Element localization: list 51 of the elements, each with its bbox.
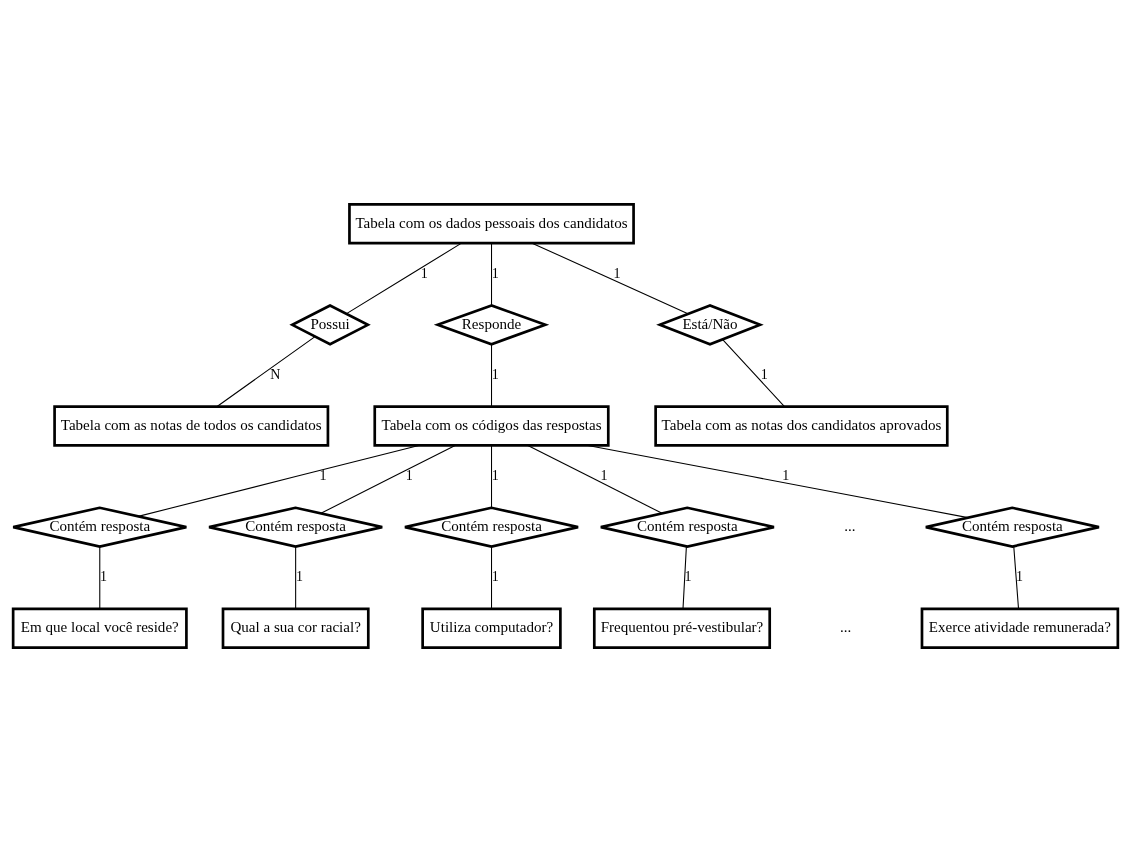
edge-label: 1: [760, 367, 768, 383]
node-box: Tabela com os códigos das respostas: [373, 405, 610, 447]
node-diamond: Contém resposta: [924, 506, 1101, 548]
edge-label: 1: [491, 569, 499, 585]
node-box: Em que local você reside?: [11, 607, 188, 650]
edge-label: 1: [491, 367, 499, 383]
connector: [490, 445, 493, 509]
node-diamond: Está/Não: [656, 304, 764, 346]
edge-label: 1: [405, 468, 413, 484]
node-diamond: Contém resposta: [599, 506, 776, 548]
node-diamond: Responde: [433, 304, 550, 346]
edge-label: 1: [600, 468, 608, 484]
node-box: Utiliza computador?: [421, 607, 562, 650]
edge-label: 1: [684, 569, 692, 585]
node-box: Qual a sua cor racial?: [221, 607, 370, 650]
connector: [216, 336, 316, 408]
node-box: Tabela com os dados pessoais dos candidatos: [348, 202, 635, 245]
connector: [722, 339, 786, 408]
connector: [490, 546, 493, 610]
connector: [490, 242, 493, 306]
connector: [682, 545, 687, 610]
edge-label: 1: [491, 265, 499, 281]
node-box: Tabela com as notas dos candidatos aprovados: [654, 405, 949, 447]
label: ...: [844, 518, 856, 535]
connector: [1013, 545, 1020, 610]
connector: [320, 444, 456, 514]
connector: [346, 242, 463, 315]
edge-label: 1: [1015, 569, 1023, 585]
edge-label: 1: [782, 468, 790, 484]
connector: [295, 546, 297, 610]
node-box: Tabela com as notas de todos os candidatos: [53, 405, 330, 447]
edge-label: 1: [100, 569, 108, 585]
edge-label: 1: [295, 569, 303, 585]
label: ...: [839, 619, 852, 636]
edge-label: 1: [420, 265, 428, 281]
connector: [99, 546, 101, 610]
connector: [490, 344, 493, 407]
node-box: Exerce atividade remunerada?: [920, 607, 1120, 650]
connector: [527, 444, 663, 514]
edge-label: N: [270, 367, 281, 383]
edge-label: 1: [319, 468, 327, 484]
node-diamond: Contém resposta: [403, 506, 580, 548]
node-diamond: Contém resposta: [11, 506, 188, 548]
node-diamond: Contém resposta: [207, 506, 384, 548]
edge-label: 1: [613, 265, 621, 281]
node-diamond: Possui: [289, 303, 371, 346]
connector: [587, 444, 969, 519]
connector: [531, 242, 689, 315]
node-box: Frequentou pré-vestibular?: [592, 607, 772, 650]
connector: [137, 444, 420, 517]
edge-label: 1: [491, 468, 499, 484]
